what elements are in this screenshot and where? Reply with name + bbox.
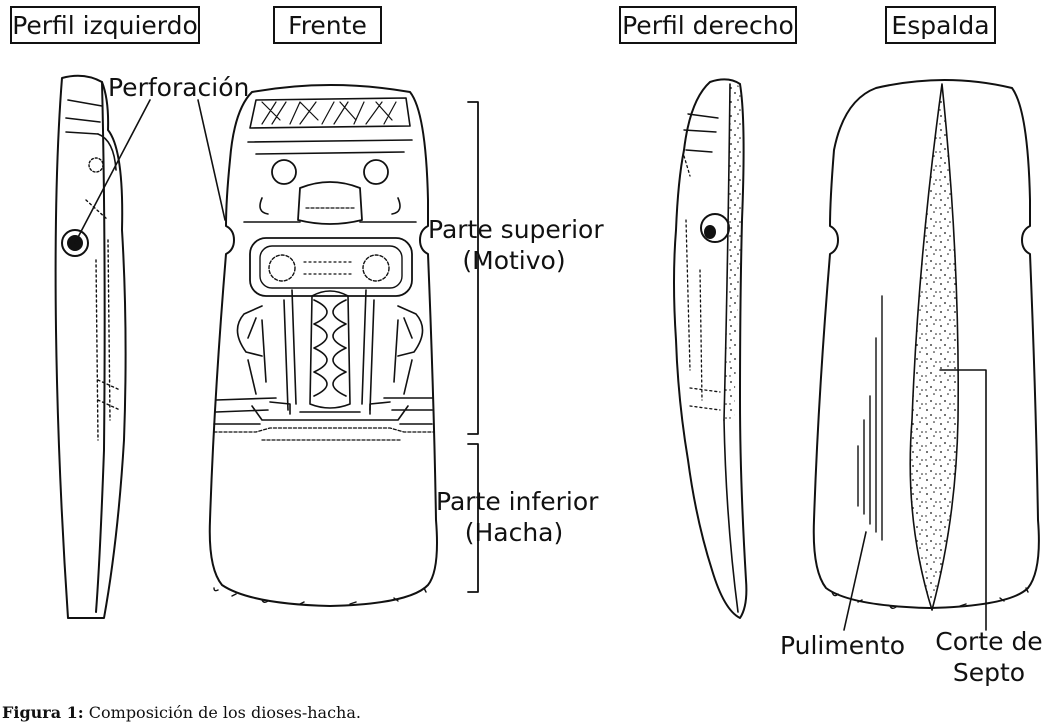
polish-leader: [843, 531, 867, 631]
front-waist-lines: [213, 427, 435, 441]
left-profile-dotted-lines: [85, 199, 121, 441]
view-title-back-text: Espalda: [891, 10, 990, 40]
figure-caption: Figura 1: Composición de los dioses-hach…: [2, 703, 361, 722]
label-lower-part-group: Parte inferior (Hacha): [436, 486, 599, 548]
right-profile-perforation-ring: [700, 213, 730, 243]
right-profile-details: [683, 113, 719, 153]
front-lower-bands: [213, 397, 433, 425]
front-braid-cell: [309, 290, 351, 409]
label-septum-cut-group: Corte de Septo: [928, 626, 1050, 688]
view-title-left-profile: Perfil izquierdo: [10, 6, 200, 44]
front-mouth: [297, 181, 363, 225]
label-lower-part: Parte inferior: [436, 487, 599, 516]
front-chest-dots: [303, 261, 355, 275]
label-perforation: Perforación: [108, 73, 250, 102]
label-septum-cut-line1: Corte de: [935, 627, 1043, 656]
front-eye-left: [271, 159, 297, 185]
figure-caption-text: Composición de los dioses-hacha.: [88, 703, 361, 722]
view-title-front: Frente: [273, 6, 382, 44]
label-upper-part: Parte superior: [428, 215, 604, 244]
label-lower-part-note: (Hacha): [464, 518, 564, 547]
front-chest-left-ring: [268, 254, 296, 282]
label-upper-part-note: (Motivo): [462, 246, 566, 275]
bracket-lower: [467, 443, 479, 593]
view-title-front-text: Frente: [288, 10, 367, 40]
right-profile-outline: [673, 78, 748, 619]
right-profile-face-line: [723, 83, 731, 421]
front-arms-right: [393, 305, 424, 395]
left-profile-eye-dotted: [88, 157, 104, 173]
front-outline: [208, 84, 438, 607]
label-septum-cut-line2: Septo: [952, 658, 1026, 687]
front-braid: [313, 299, 347, 397]
front-eye-right: [363, 159, 389, 185]
left-profile-face-line: [95, 81, 106, 613]
right-profile-stipple-band: [724, 84, 742, 420]
front-arms-left: [236, 305, 267, 395]
right-profile-blade-line: [723, 419, 739, 613]
septum-leader: [939, 369, 987, 631]
front-figure: [208, 84, 438, 607]
label-upper-part-group: Parte superior (Motivo): [428, 214, 604, 276]
right-profile-perforation-hole: [704, 225, 716, 239]
front-chest-inner: [259, 245, 403, 289]
front-chest-frame: [249, 237, 413, 297]
polish-lines: [857, 295, 883, 541]
front-feet: [269, 401, 391, 415]
front-headband: [249, 97, 411, 129]
front-face-sides: [243, 197, 417, 223]
figure-caption-label: Figura 1:: [2, 703, 84, 722]
bracket-upper: [467, 101, 479, 435]
right-profile-figure: [673, 78, 748, 619]
perforation-leader-front: [197, 99, 226, 221]
left-profile-outline: [54, 74, 127, 619]
view-title-left-profile-text: Perfil izquierdo: [12, 10, 198, 40]
view-title-right-profile: Perfil derecho: [619, 6, 797, 44]
front-headband-hatching: [261, 101, 397, 125]
view-title-back: Espalda: [885, 6, 996, 44]
label-polish: Pulimento: [780, 631, 906, 660]
septum-cut: [909, 83, 959, 611]
front-body-frame: [283, 289, 375, 411]
back-outline: [812, 79, 1040, 609]
left-profile-detail: [65, 99, 103, 135]
perforation-leader-left: [74, 99, 151, 244]
view-title-right-profile-text: Perfil derecho: [622, 10, 794, 40]
right-profile-dotted: [683, 155, 721, 411]
front-brow-lines: [247, 139, 413, 155]
left-profile-figure: [54, 74, 127, 619]
front-chest-right-ring: [362, 254, 390, 282]
perforation-ring: [61, 229, 89, 257]
front-base-nicks: [213, 587, 427, 605]
back-figure: [812, 79, 1040, 611]
back-base-nicks: [831, 587, 1029, 609]
